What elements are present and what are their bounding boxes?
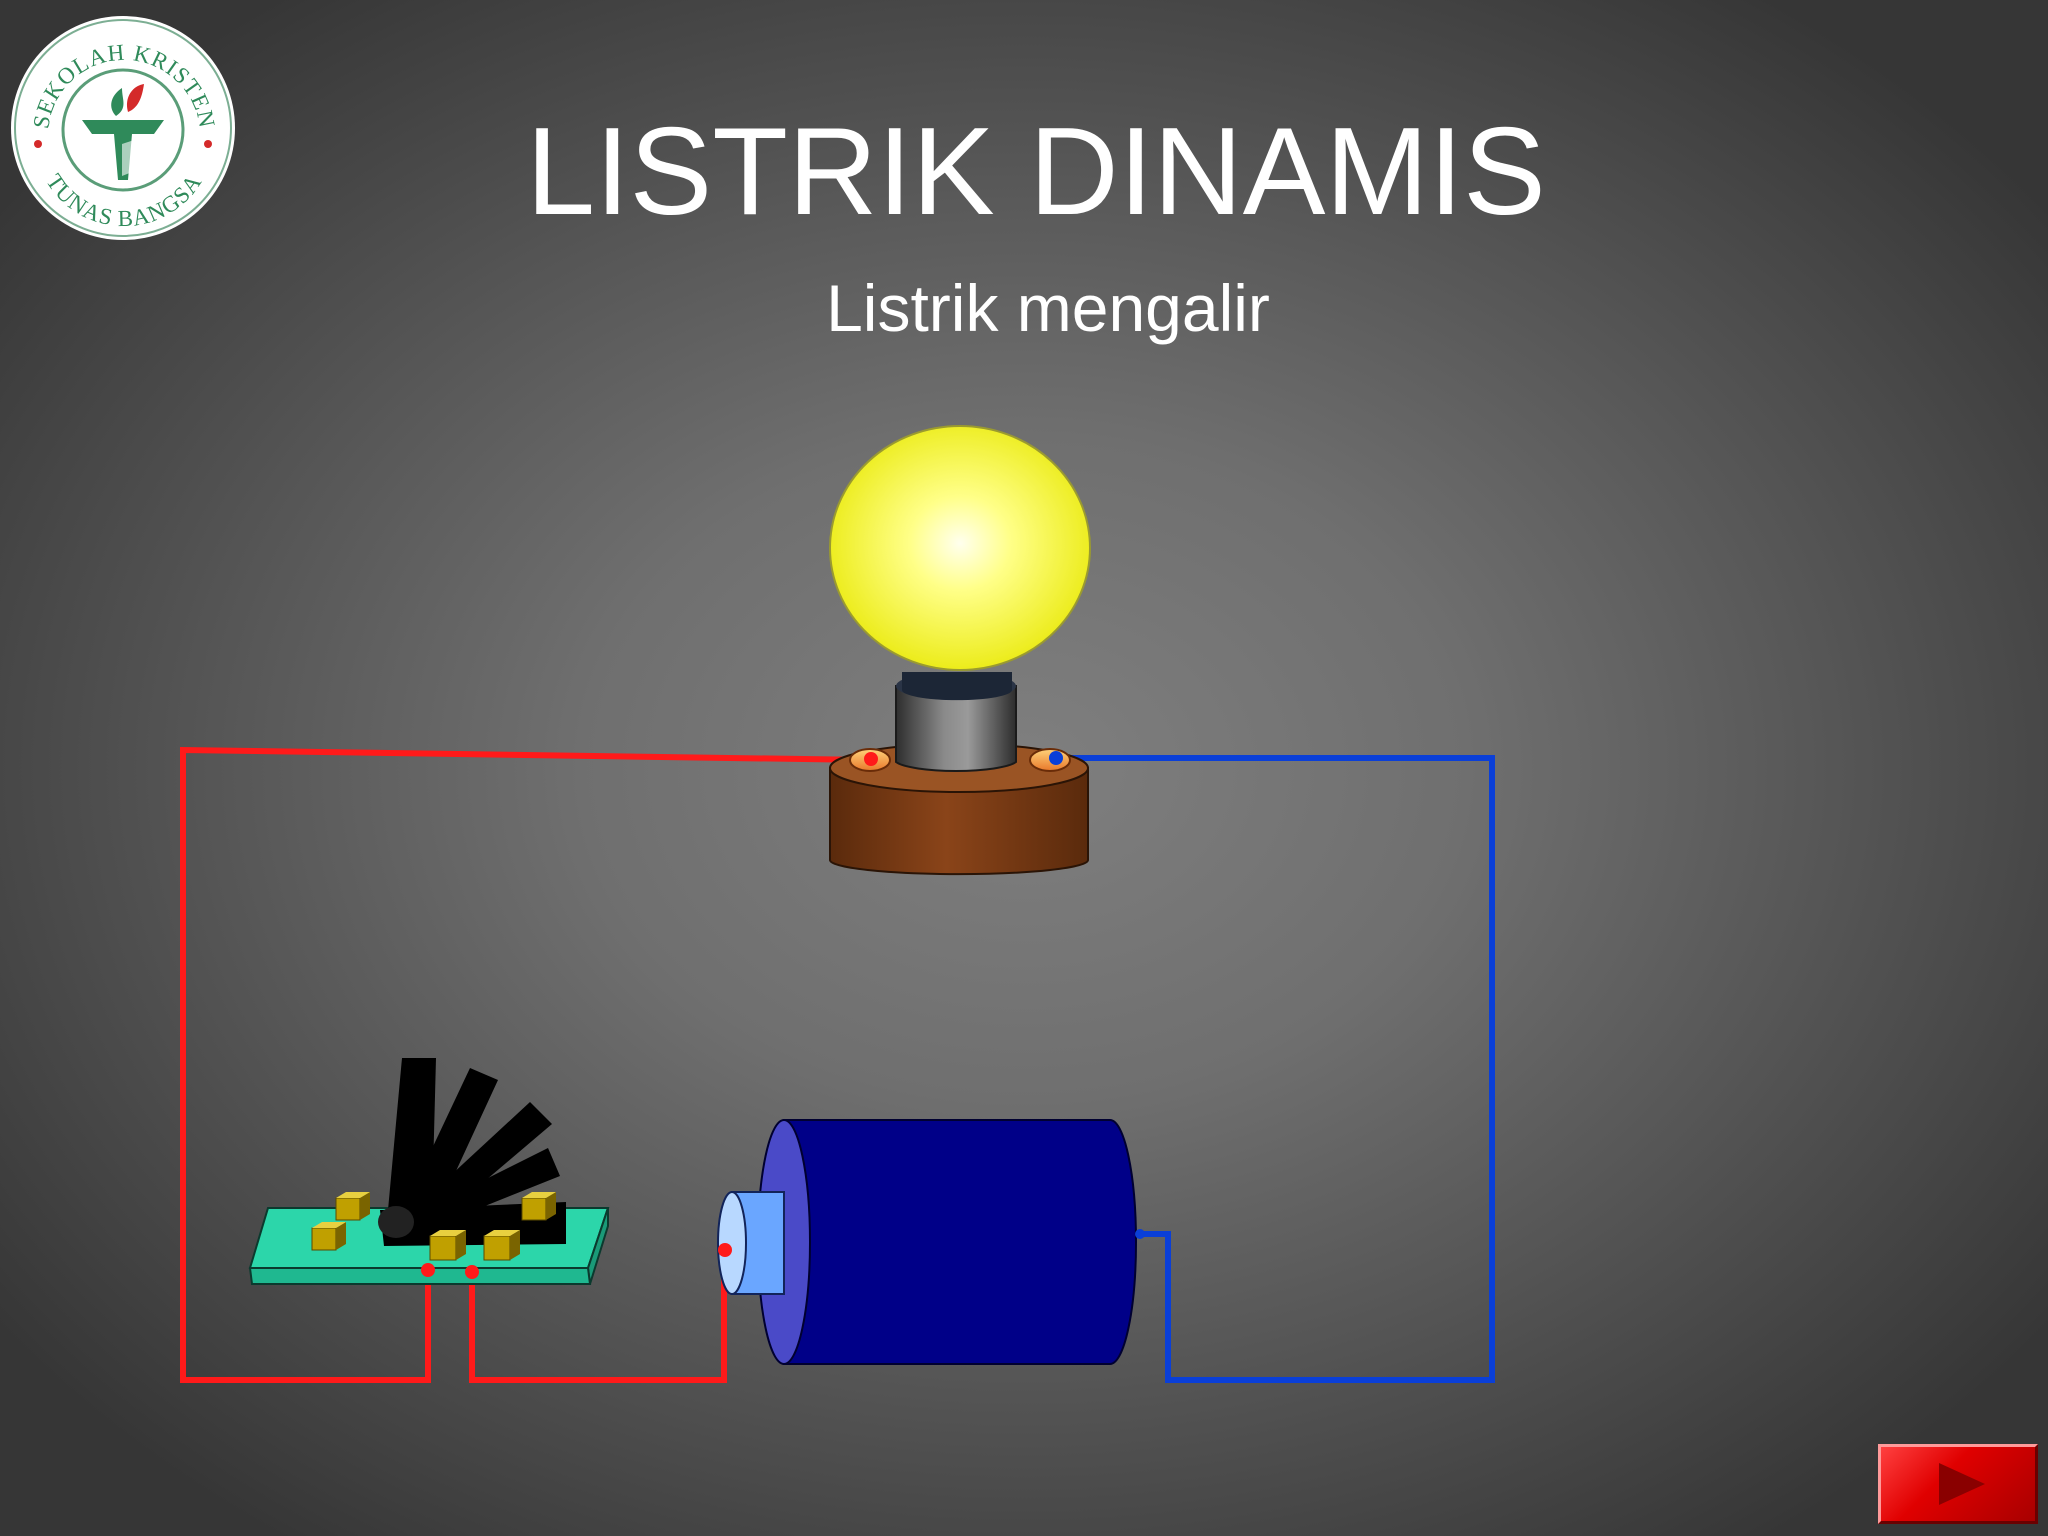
- play-triangle-icon: [1939, 1463, 1985, 1505]
- logo-ring-border: [14, 19, 232, 237]
- positive-wire-to-battery: [469, 1250, 727, 1383]
- switch-contact: [311, 1192, 556, 1261]
- logo-dot-right: [204, 140, 212, 148]
- battery: [717, 1119, 1145, 1365]
- positive-wire: [180, 746, 871, 1383]
- light-bulb: [829, 425, 1091, 876]
- switch: [248, 1058, 610, 1285]
- school-logo: SEKOLAH KRISTEN TUNAS BANGSA: [11, 16, 235, 240]
- bulb-glass: [829, 425, 1091, 671]
- next-slide-button[interactable]: [1878, 1444, 2038, 1524]
- slide-title: LISTRIK DINAMIS: [526, 103, 1546, 241]
- sprout-icon: [82, 84, 164, 180]
- logo-inner-ring: [61, 68, 185, 192]
- negative-wire: [1058, 755, 1495, 1383]
- slide-subtitle: Listrik mengalir: [826, 271, 1270, 345]
- logo-dot-left: [34, 140, 42, 148]
